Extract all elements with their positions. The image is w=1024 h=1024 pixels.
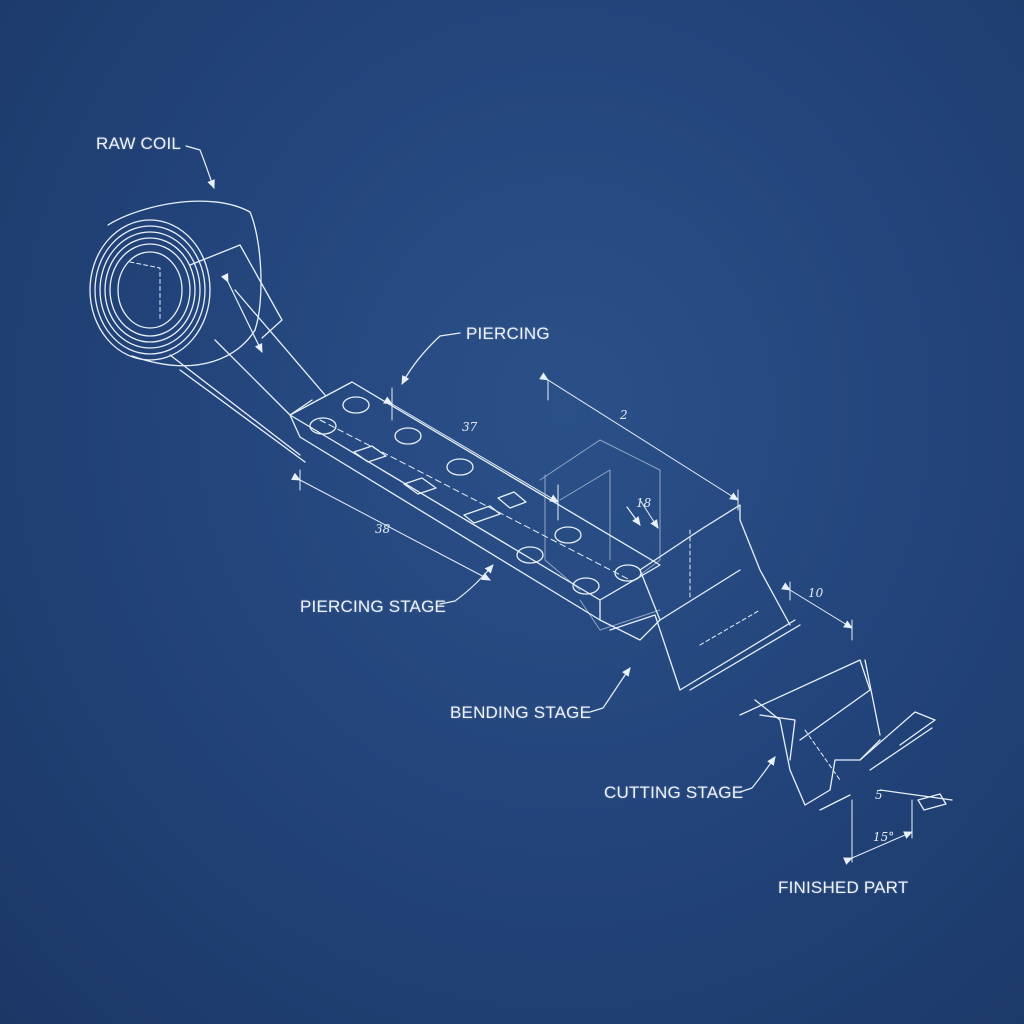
dimension-lines — [291, 372, 913, 865]
label-leaders — [185, 145, 776, 793]
dimension-15-degree: 15° — [873, 830, 895, 844]
cutting-section — [739, 659, 953, 811]
label-cutting-stage: CUTTING STAGE — [604, 783, 744, 802]
dimension-2: 2 — [620, 408, 628, 422]
dimension-38: 38 — [375, 522, 391, 536]
bending-channel — [599, 504, 801, 691]
dimension-10: 10 — [808, 586, 824, 600]
label-bending-stage: BENDING STAGE — [450, 703, 592, 722]
dimension-18: 18 — [636, 496, 652, 510]
dimension-5: 5 — [875, 788, 883, 802]
label-raw-coil: RAW COIL — [96, 134, 182, 153]
label-piercing-stage: PIERCING STAGE — [300, 597, 447, 616]
label-finished-part: FINISHED PART — [778, 878, 909, 897]
dimension-37: 37 — [462, 420, 478, 434]
label-piercing: PIERCING — [466, 324, 550, 343]
coil-strip — [169, 289, 326, 463]
raw-coil — [89, 200, 283, 367]
